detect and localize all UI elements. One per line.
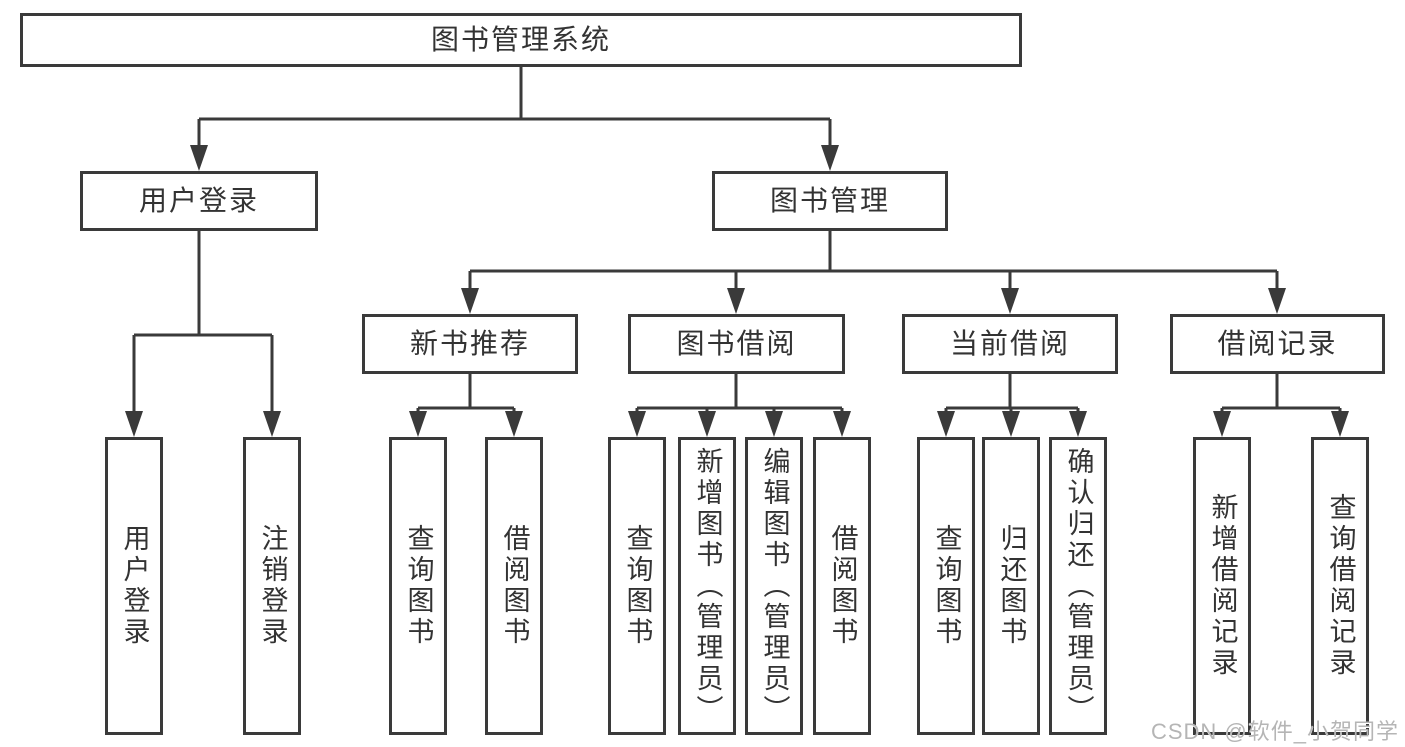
node-book-borrow: 图书借阅 (628, 314, 845, 374)
node-label: 图书管理系统 (430, 24, 611, 55)
leaf-return-books: 归还图书 (982, 437, 1040, 735)
csdn-watermark: CSDN @软件_小贺同学 (1150, 719, 1399, 744)
node-label: 归还图书 (996, 524, 1027, 648)
node-label: 当前借阅 (949, 328, 1070, 359)
node-label: 查询借阅记录 (1325, 493, 1356, 679)
node-borrow-records: 借阅记录 (1170, 314, 1385, 374)
node-label: 新增借阅记录 (1207, 493, 1238, 679)
node-label: 确认归还（管理员） (1063, 446, 1094, 726)
node-label: 图书借阅 (676, 328, 797, 359)
node-label: 新增图书（管理员） (692, 446, 723, 726)
leaf-query-books-current: 查询图书 (917, 437, 975, 735)
node-label: 借阅图书 (499, 524, 530, 648)
leaf-borrow-books: 借阅图书 (813, 437, 871, 735)
node-label: 查询图书 (403, 524, 434, 648)
node-label: 查询图书 (931, 524, 962, 648)
node-label: 查询图书 (622, 524, 653, 648)
node-library-management-system: 图书管理系统 (20, 13, 1022, 67)
leaf-borrow-books-recommend: 借阅图书 (485, 437, 543, 735)
node-label: 新书推荐 (409, 328, 530, 359)
node-label: 注销登录 (257, 524, 288, 648)
leaf-user-login: 用户登录 (105, 437, 163, 735)
node-user-login: 用户登录 (80, 171, 318, 231)
leaf-edit-books-admin: 编辑图书（管理员） (745, 437, 803, 735)
leaf-confirm-return-admin: 确认归还（管理员） (1049, 437, 1107, 735)
leaf-add-books-admin: 新增图书（管理员） (678, 437, 736, 735)
leaf-query-borrow-record: 查询借阅记录 (1311, 437, 1369, 735)
node-label: 图书管理 (769, 185, 890, 216)
leaf-query-books-recommend: 查询图书 (389, 437, 447, 735)
node-current-borrow: 当前借阅 (902, 314, 1118, 374)
node-label: 借阅记录 (1217, 328, 1338, 359)
node-label: 编辑图书（管理员） (759, 446, 790, 726)
leaf-add-borrow-record: 新增借阅记录 (1193, 437, 1251, 735)
node-new-book-recommend: 新书推荐 (362, 314, 578, 374)
node-label: 借阅图书 (827, 524, 858, 648)
node-label: 用户登录 (119, 524, 150, 648)
leaf-logout: 注销登录 (243, 437, 301, 735)
node-label: 用户登录 (138, 185, 259, 216)
node-book-management: 图书管理 (712, 171, 948, 231)
leaf-query-books-borrow: 查询图书 (608, 437, 666, 735)
